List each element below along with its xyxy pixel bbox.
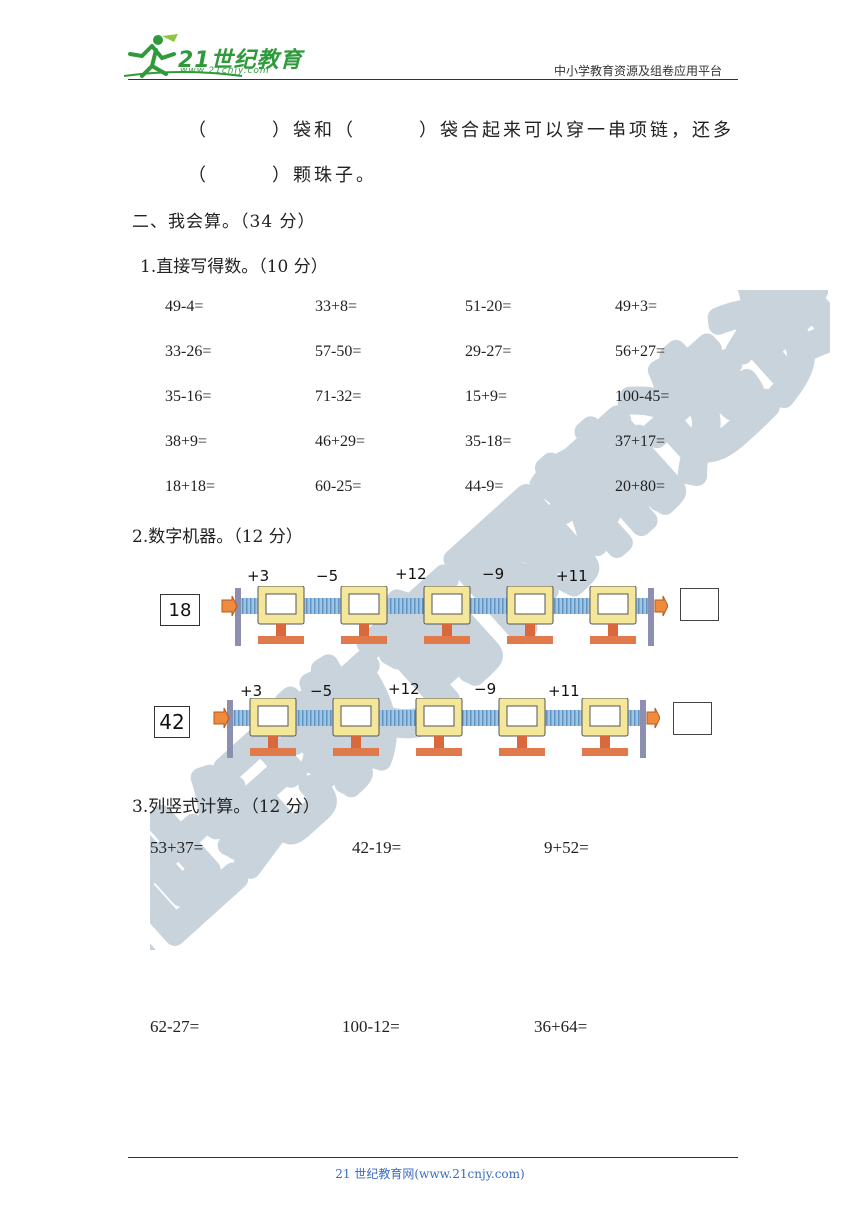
equation: 49+3= bbox=[615, 298, 658, 315]
footer-divider bbox=[128, 1157, 738, 1158]
vertical-calc-item: 53+37= bbox=[150, 838, 204, 857]
vertical-calc-item: 62-27= bbox=[150, 1017, 200, 1036]
equation: 38+9= bbox=[165, 433, 208, 450]
part-1-title: 1.直接写得数。（10 分） bbox=[140, 257, 328, 277]
intro-line-1: （ ）袋和（ ）袋合起来可以穿一串项链，还多 bbox=[188, 120, 734, 141]
machine-2-op: +11 bbox=[548, 682, 580, 700]
intro-line-2: （ ）颗珠子。 bbox=[188, 165, 377, 186]
machine-2-op: −5 bbox=[310, 682, 333, 700]
equation: 60-25= bbox=[315, 478, 362, 495]
vertical-calc-item: 36+64= bbox=[534, 1017, 588, 1036]
vertical-calc-item: 9+52= bbox=[544, 838, 589, 857]
machine-2-input: 42 bbox=[154, 706, 190, 738]
machine-2-op: +12 bbox=[388, 680, 420, 698]
equation: 49-4= bbox=[165, 298, 204, 315]
equation: 35-16= bbox=[165, 388, 212, 405]
equation: 18+18= bbox=[165, 478, 216, 495]
machine-2-graphic bbox=[213, 698, 660, 758]
logo-runner-icon bbox=[123, 34, 243, 78]
machine-1-op: +12 bbox=[395, 565, 427, 583]
machine-1-output-box[interactable] bbox=[680, 588, 719, 621]
equation: 44-9= bbox=[465, 478, 504, 495]
equation: 35-18= bbox=[465, 433, 512, 450]
equation: 56+27= bbox=[615, 343, 666, 360]
vertical-calc-item: 42-19= bbox=[352, 838, 402, 857]
equation: 37+17= bbox=[615, 433, 666, 450]
header-divider bbox=[128, 79, 738, 80]
equation: 29-27= bbox=[465, 343, 512, 360]
machine-1-op: +3 bbox=[247, 567, 270, 585]
footer-text[interactable]: 21 世纪教育网(www.21cnjy.com) bbox=[335, 1167, 525, 1181]
equation: 57-50= bbox=[315, 343, 362, 360]
equation: 71-32= bbox=[315, 388, 362, 405]
machine-1-op: −5 bbox=[316, 567, 339, 585]
equation: 15+9= bbox=[465, 388, 508, 405]
machine-1-op: −9 bbox=[482, 565, 505, 583]
part-2-title: 2.数字机器。（12 分） bbox=[132, 527, 303, 547]
part-3-title: 3.列竖式计算。（12 分） bbox=[132, 797, 320, 817]
equation: 100-45= bbox=[615, 388, 670, 405]
equation: 51-20= bbox=[465, 298, 512, 315]
equation: 46+29= bbox=[315, 433, 366, 450]
machine-2-output-box[interactable] bbox=[673, 702, 712, 735]
machine-1-op: +11 bbox=[556, 567, 588, 585]
logo-url: www.21cnjy.com bbox=[180, 66, 270, 76]
machine-1-input: 18 bbox=[160, 594, 200, 626]
machine-2-op: +3 bbox=[240, 682, 263, 700]
equation: 33+8= bbox=[315, 298, 358, 315]
machine-2-op: −9 bbox=[474, 680, 497, 698]
equation: 33-26= bbox=[165, 343, 212, 360]
logo-text: 21世纪教育 bbox=[178, 48, 303, 73]
header-platform-text: 中小学教育资源及组卷应用平台 bbox=[553, 64, 722, 78]
equation: 20+80= bbox=[615, 478, 666, 495]
section-2-title: 二、我会算。（34 分） bbox=[132, 212, 316, 232]
vertical-calc-item: 100-12= bbox=[342, 1017, 400, 1036]
machine-1-graphic bbox=[221, 586, 668, 646]
